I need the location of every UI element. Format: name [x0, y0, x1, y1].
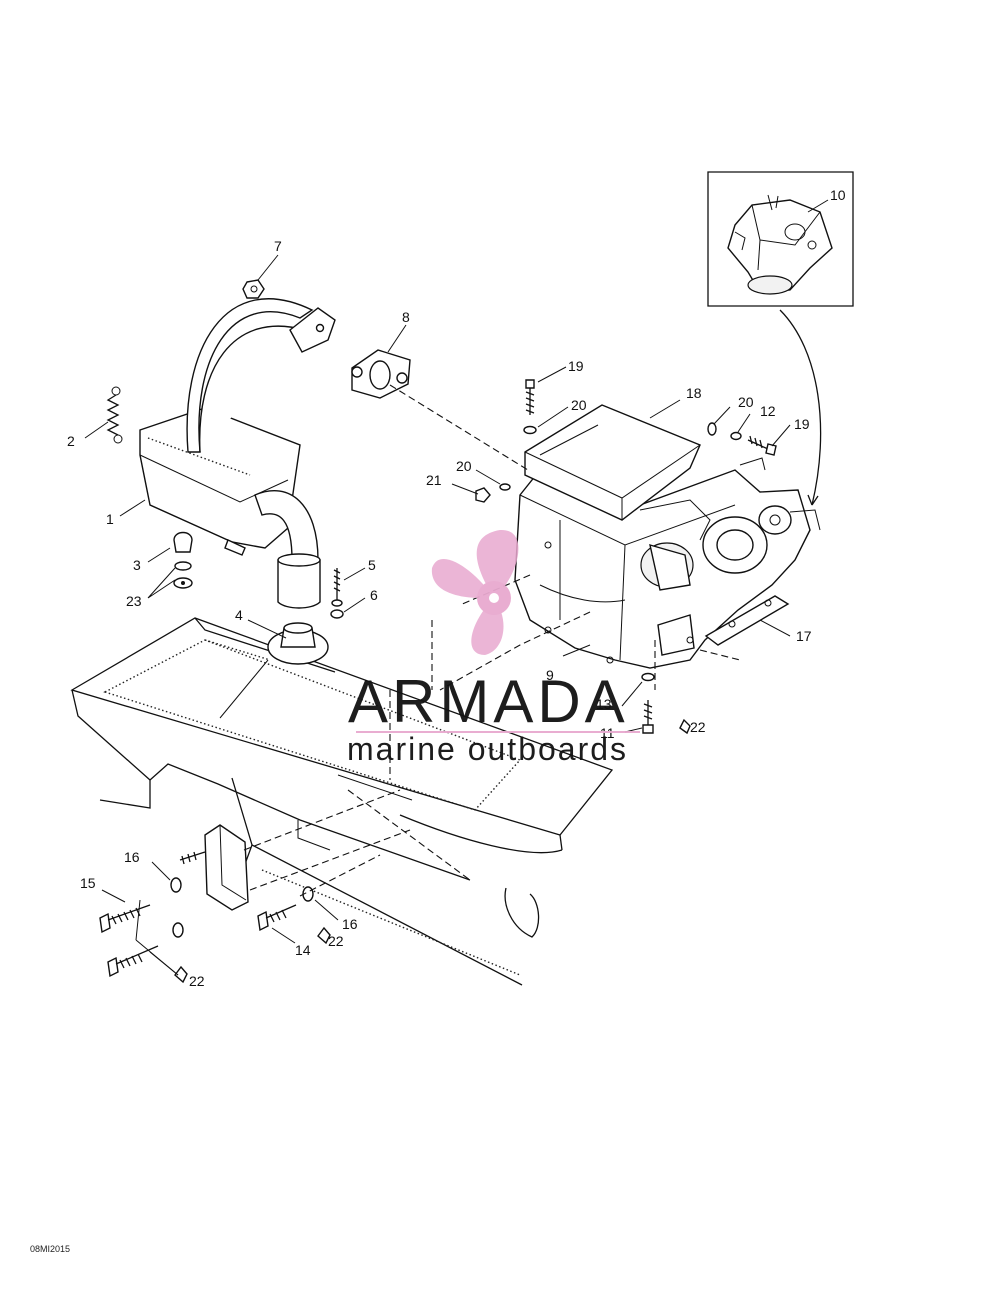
callout-22-right: 22: [690, 719, 706, 735]
callout-19-top: 19: [568, 358, 584, 374]
carburetor-inset: [707, 171, 854, 307]
screw-5: [330, 568, 344, 619]
callout-9: 9: [546, 667, 554, 683]
callout-22-left: 22: [189, 973, 205, 989]
callout-23: 23: [126, 593, 142, 609]
assembly-paths: [243, 309, 822, 897]
callout-13: 13: [596, 696, 612, 712]
callout-5: 5: [368, 557, 376, 573]
callout-3: 3: [133, 557, 141, 573]
flange-gasket: [351, 349, 411, 399]
watermark-tagline: marine outboards: [347, 731, 628, 767]
nut-7: [242, 279, 265, 299]
callout-6: 6: [370, 587, 378, 603]
lower-bracket: [99, 824, 314, 978]
spring: [106, 386, 123, 444]
callout-16-lower: 16: [342, 916, 358, 932]
callout-22-middle: 22: [328, 933, 344, 949]
callout-20-left: 20: [456, 458, 472, 474]
propeller-logo: [431, 529, 519, 655]
callout-18: 18: [686, 385, 702, 401]
leader-lines: [84, 199, 829, 976]
muffler: [139, 298, 336, 609]
rubber-mount-assembly: [173, 531, 193, 589]
armada-watermark: ARMADA marine outboards: [347, 529, 640, 767]
engine: [514, 457, 821, 669]
callout-17: 17: [796, 628, 812, 644]
callout-12: 12: [760, 403, 776, 419]
callout-10: 10: [830, 187, 846, 203]
callout-labels: 1 2 3 23 4 5 6 7 8 9 10 11 12 13 14 15 1…: [67, 187, 846, 989]
cover-bolts: [475, 379, 777, 503]
callout-19-right: 19: [794, 416, 810, 432]
callout-1: 1: [106, 511, 114, 527]
callout-16-upper: 16: [124, 849, 140, 865]
callout-14: 14: [295, 942, 311, 958]
callout-20-right: 20: [738, 394, 754, 410]
callout-15: 15: [80, 875, 96, 891]
top-cover: [524, 404, 701, 521]
callout-7: 7: [274, 238, 282, 254]
drawing-reference-code: 08MI2015: [30, 1244, 71, 1254]
callout-21: 21: [426, 472, 442, 488]
exhaust-gasket: [267, 622, 329, 665]
callout-20-top: 20: [571, 397, 587, 413]
callout-2: 2: [67, 433, 75, 449]
bracket-17: [704, 595, 790, 646]
callout-4: 4: [235, 607, 243, 623]
watermark-brand: ARMADA: [348, 668, 629, 735]
callout-8: 8: [402, 309, 410, 325]
engine-mount-bolt: [174, 672, 691, 984]
